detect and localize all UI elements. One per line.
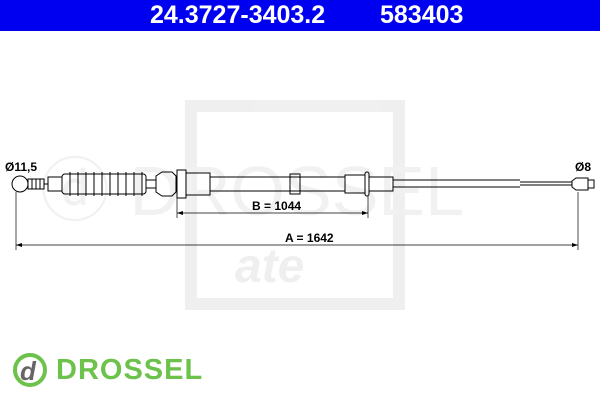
barrel-end [571, 177, 589, 191]
svg-text:ate: ate [235, 240, 304, 293]
right-diameter-label: Ø8 [575, 160, 592, 174]
dimension-b-label: B = 1044 [252, 199, 302, 213]
part-number: 24.3727-3403.2 [150, 1, 326, 29]
ref-number: 583403 [380, 1, 464, 29]
bellows [61, 172, 147, 196]
ball-end [11, 175, 29, 193]
drossel-d-icon: d [13, 353, 47, 387]
left-diameter-label: Ø11,5 [5, 160, 38, 174]
drossel-logo: d DROSSEL [12, 352, 203, 388]
svg-text:d: d [20, 356, 37, 386]
drossel-brand-text: DROSSEL [56, 353, 204, 386]
header-bar: 24.3727-3403.2 583403 [0, 0, 600, 31]
dimension-a-label: A = 1642 [285, 231, 334, 245]
